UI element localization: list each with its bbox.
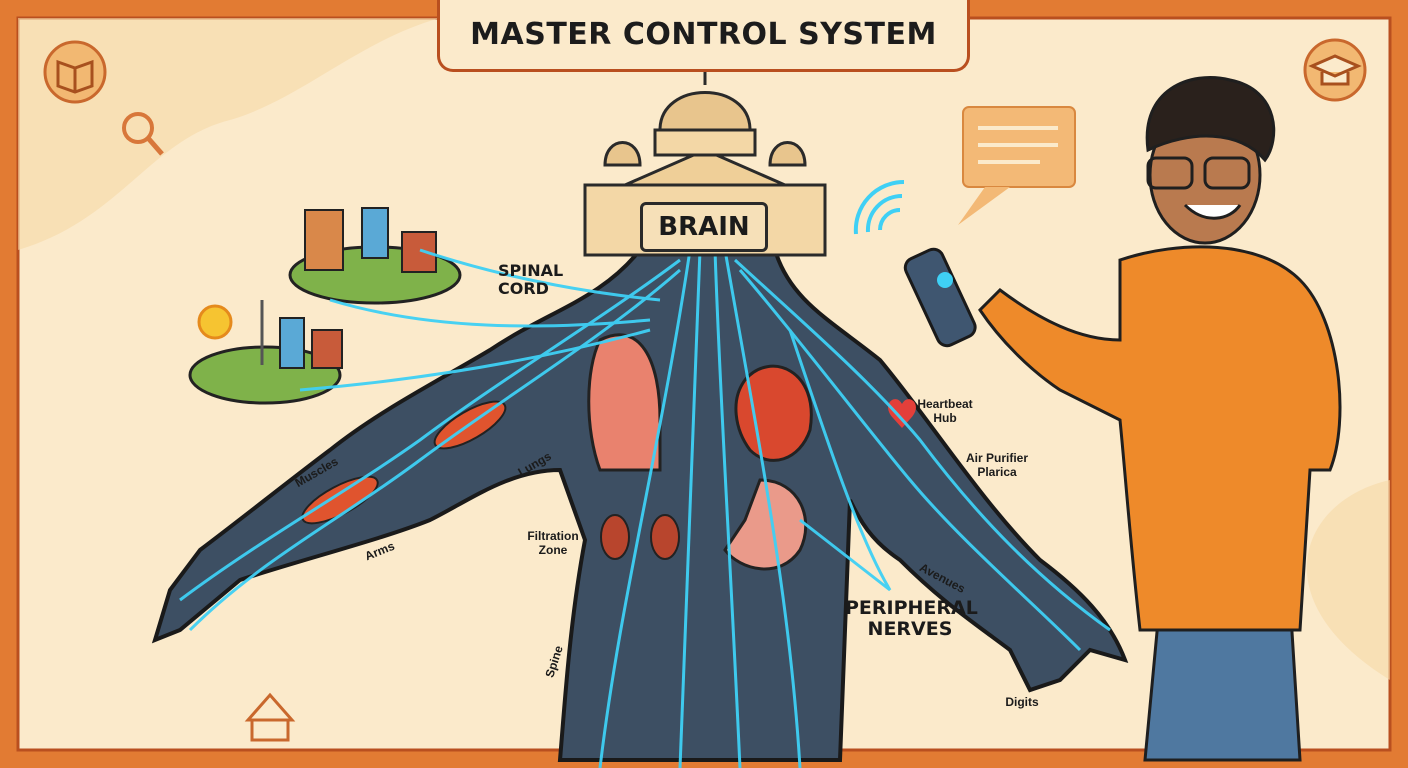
label-spinal-cord: SPINAL CORD (498, 261, 564, 298)
page-title: MASTER CONTROL SYSTEM (437, 0, 970, 72)
lung-organ (587, 333, 662, 472)
kidney-left (600, 514, 630, 560)
label-heartbeat-hub: Heartbeat Hub (917, 397, 973, 425)
speech-bubble-icon (958, 106, 1076, 225)
heart-organ (734, 364, 813, 462)
label-air-purifier: Air Purifier Plarica (965, 451, 1028, 479)
decor-swirl-left (18, 18, 440, 250)
city-island-top (288, 207, 462, 305)
wifi-signal-icon (853, 179, 905, 235)
body-silhouette (151, 248, 1129, 762)
heart-icon (888, 399, 916, 428)
person-character (978, 76, 1342, 762)
house-icon (244, 692, 296, 742)
remote-control-icon (903, 247, 977, 348)
label-peripheral-nerves: PERIPHERAL NERVES (845, 597, 978, 640)
book-icon (43, 40, 107, 104)
brain-sign: BRAIN (640, 202, 768, 252)
nerve-network (179, 248, 1111, 768)
label-digits: Digits (1005, 695, 1039, 709)
decor-swirl-right (1306, 480, 1390, 680)
search-icon (122, 112, 164, 156)
label-filtration-zone: Filtration Zone (527, 529, 579, 557)
graduation-cap-icon (1303, 38, 1367, 102)
kidney-right (650, 514, 680, 560)
stomach-organ (723, 478, 808, 571)
